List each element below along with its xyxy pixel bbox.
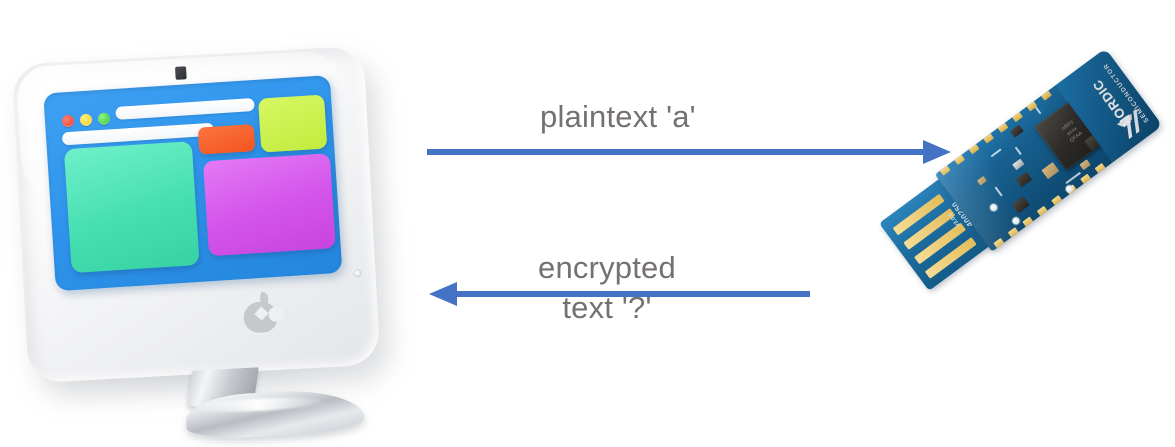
computer-illustration	[11, 34, 394, 441]
window-zoom-button[interactable]	[97, 112, 111, 126]
screen-panel-magenta	[202, 153, 336, 257]
screen-panel-orange	[197, 124, 256, 155]
imac-stand-foot	[184, 387, 366, 441]
dongle-board: 400250 V2.0.0	[875, 48, 1163, 295]
label-encrypted-line1: encrypted	[538, 250, 676, 285]
pcb-body: nRF5xxxxQFAA	[934, 48, 1163, 252]
screen-panel-lime	[258, 94, 328, 153]
apple-logo-icon	[242, 291, 284, 334]
window-minimize-button[interactable]	[79, 113, 93, 127]
imac-screen	[43, 75, 343, 292]
arrow-head-left	[429, 282, 457, 306]
brand-silkscreen-zone: NORDIC SEMICONDUCTOR	[1055, 48, 1163, 163]
imac-chassis	[11, 44, 381, 384]
label-plaintext: plaintext 'a'	[540, 99, 696, 134]
window-toolbar-field	[61, 122, 215, 146]
dongle-illustration: 400250 V2.0.0	[866, 48, 1166, 368]
nordic-logo-icon	[1116, 108, 1140, 140]
usb-pad	[892, 193, 945, 236]
label-encrypted: encrypted text '?'	[538, 248, 676, 328]
pcb-gloss	[934, 48, 1163, 252]
arrow-plaintext-to-dongle	[427, 140, 951, 164]
arrow-head-right	[923, 140, 951, 164]
window-title-bar	[115, 98, 255, 120]
arrow-encrypted-to-computer	[429, 282, 810, 306]
screen-panel-teal	[63, 141, 200, 274]
imac-foot-blade	[184, 387, 366, 441]
window-close-button[interactable]	[61, 114, 75, 128]
label-encrypted-line2: text '?'	[562, 290, 652, 325]
webcam-icon	[175, 66, 187, 80]
